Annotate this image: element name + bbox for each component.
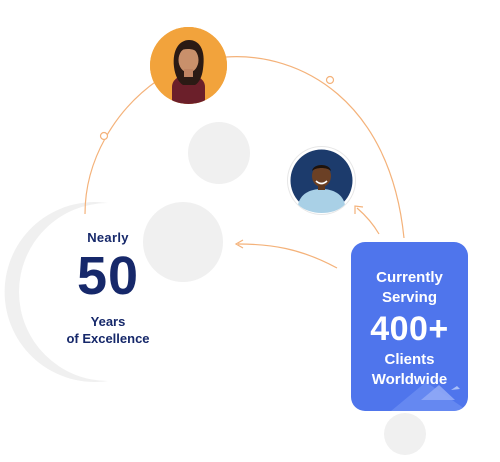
clients-line3: Clients bbox=[384, 351, 435, 368]
man-portrait-icon bbox=[290, 149, 353, 213]
arrow-up-left-icon bbox=[354, 205, 364, 214]
years-stat: Nearly 50 Years of Excellence bbox=[48, 230, 168, 347]
gray-crescent bbox=[4, 202, 108, 382]
arc-left bbox=[84, 79, 159, 215]
card-decoration bbox=[391, 382, 468, 411]
arc-dot-left bbox=[99, 131, 109, 141]
years-suffix-line2: of Excellence bbox=[66, 331, 150, 346]
arrow-left-line bbox=[237, 243, 338, 269]
arc-dot-right bbox=[325, 75, 335, 85]
clients-line1: Currently bbox=[376, 269, 443, 286]
clients-line4: Worldwide bbox=[371, 371, 448, 388]
gray-circle-mid bbox=[143, 202, 223, 282]
years-suffix-line1: Years bbox=[90, 314, 126, 329]
avatar-woman bbox=[150, 27, 227, 104]
years-number: 50 bbox=[76, 246, 140, 306]
avatar-man bbox=[288, 147, 355, 214]
clients-number: 400+ bbox=[370, 310, 449, 348]
arrow-left-icon bbox=[234, 239, 244, 249]
clients-card: Currently Serving 400+ Clients Worldwide bbox=[351, 242, 468, 411]
gray-circle-top bbox=[188, 122, 250, 184]
clients-line2: Serving bbox=[381, 289, 438, 306]
gray-circle-bottom bbox=[384, 413, 426, 455]
arrow-up-left-line bbox=[356, 207, 380, 235]
woman-portrait-icon bbox=[150, 27, 227, 104]
years-suffix: Years of Excellence bbox=[48, 313, 168, 347]
arc-right bbox=[225, 56, 405, 239]
years-prefix-label: Nearly bbox=[87, 230, 129, 245]
